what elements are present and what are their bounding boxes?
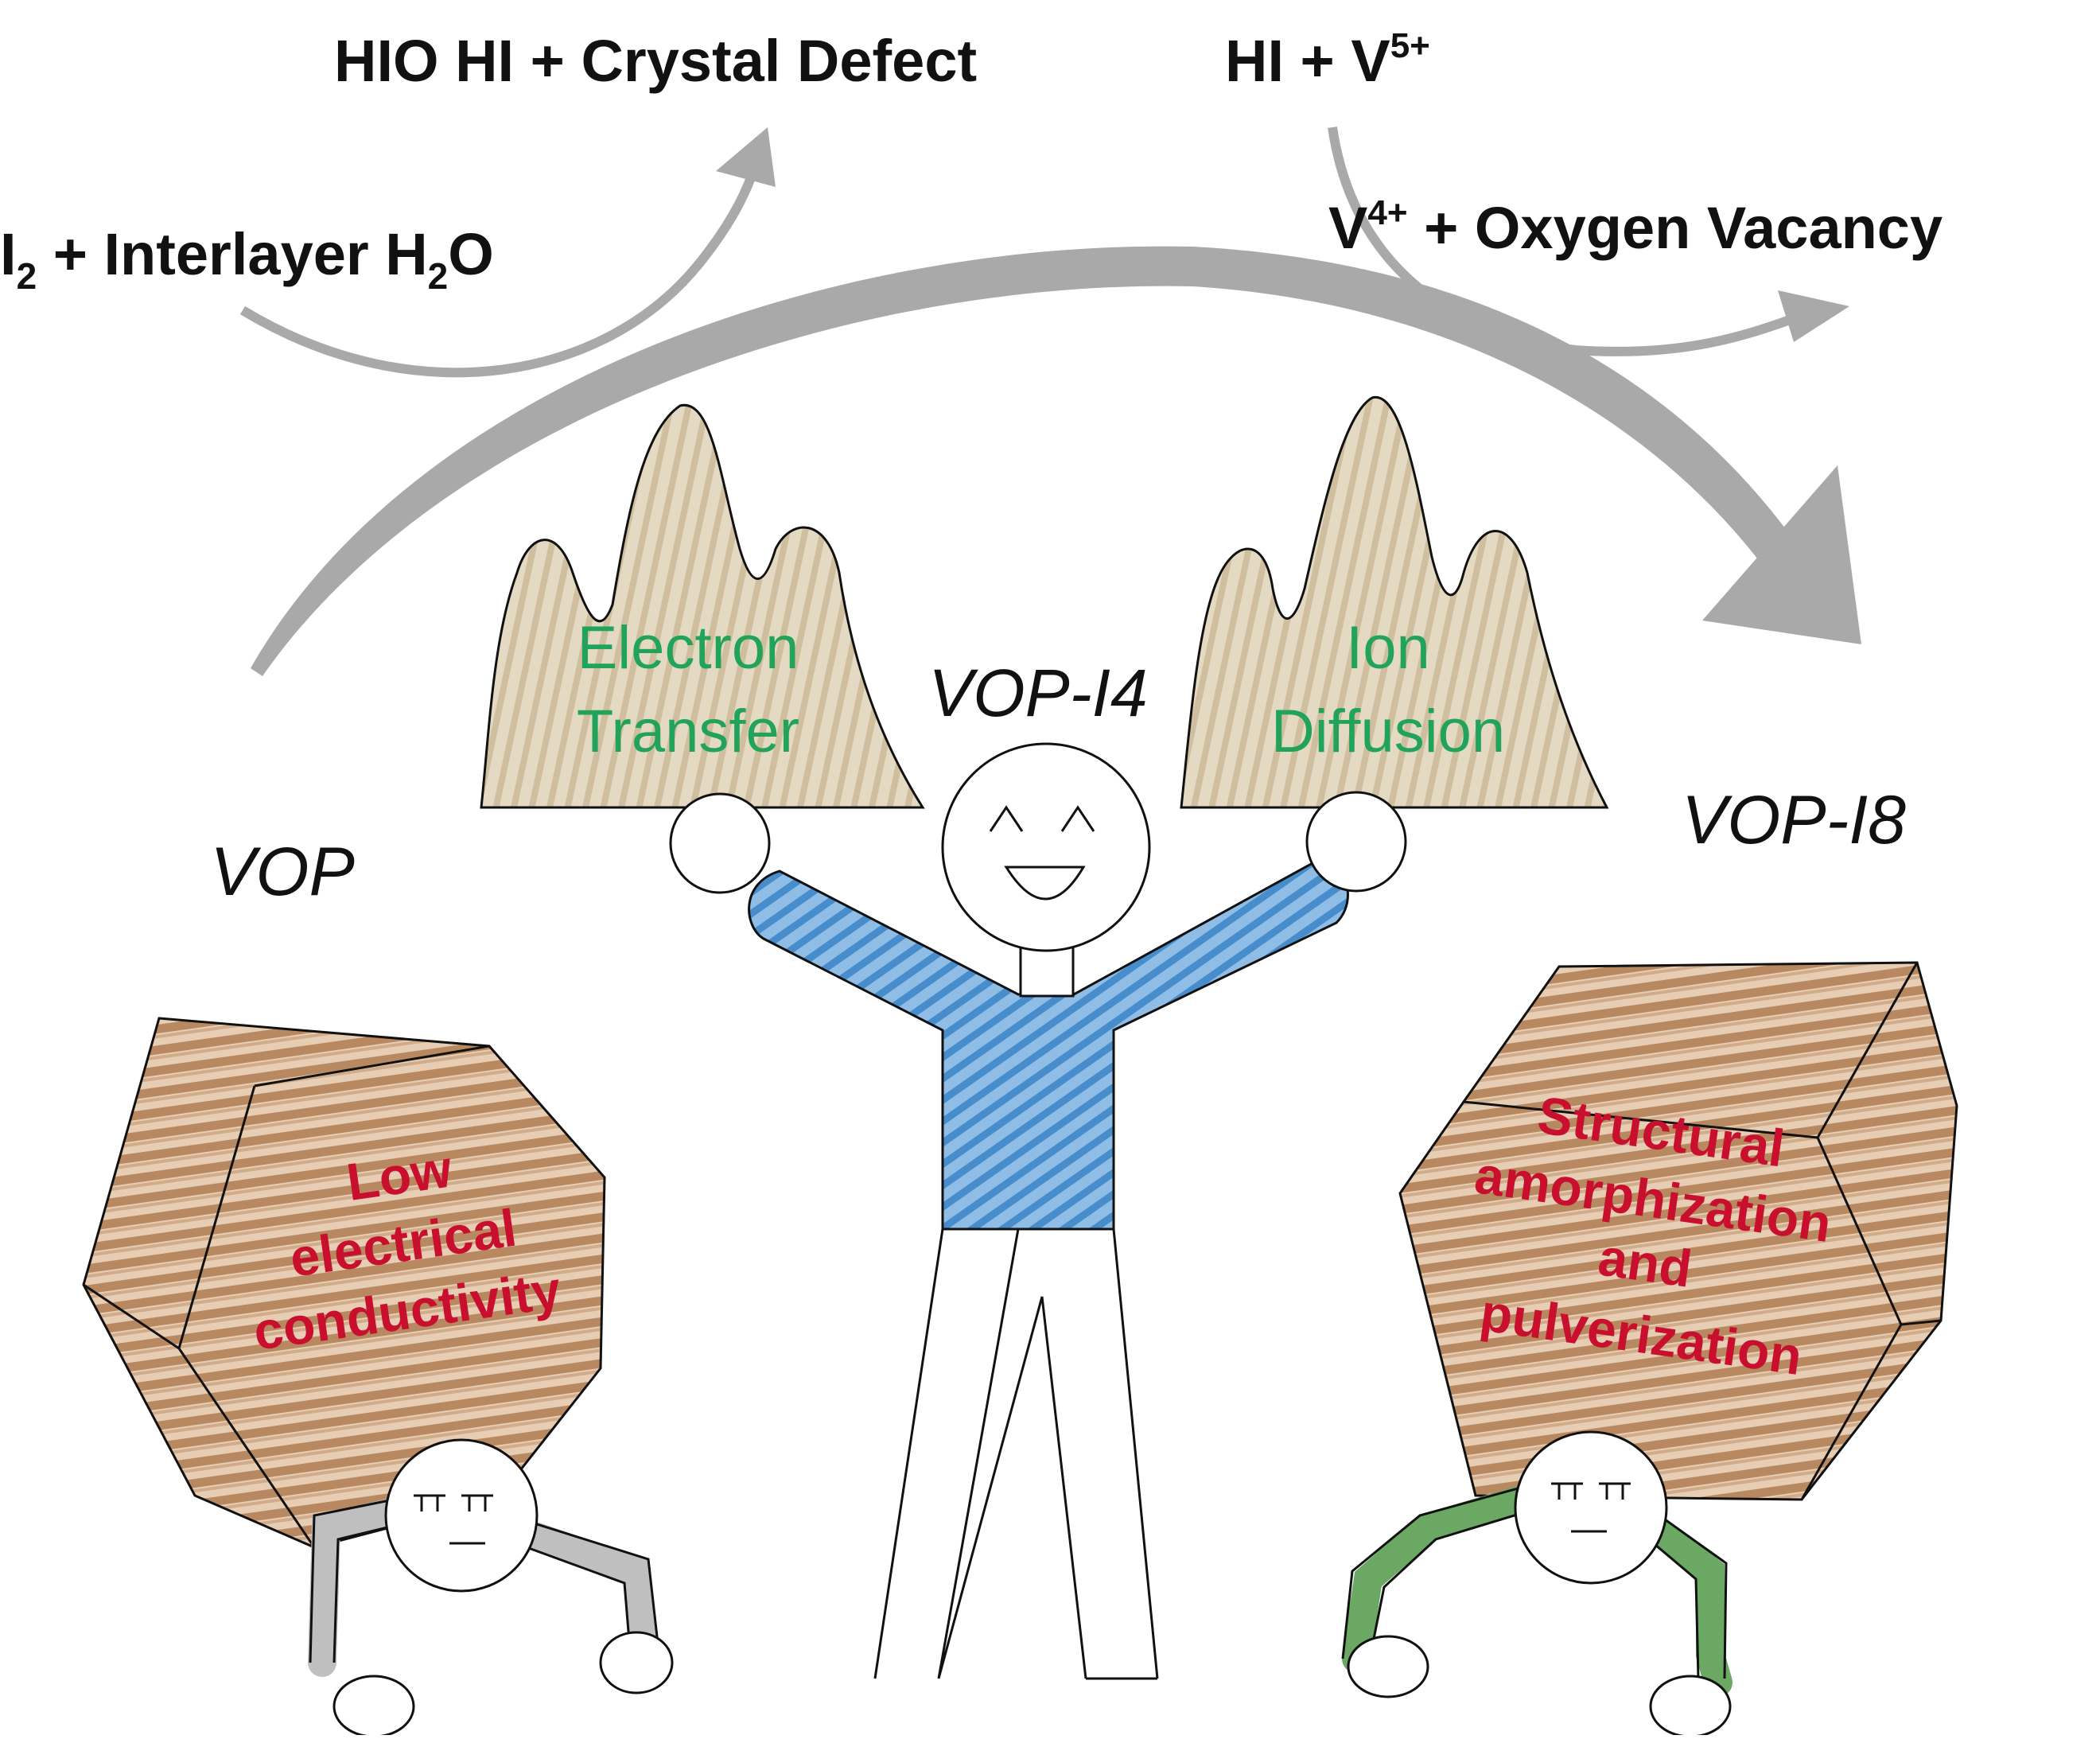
- left-figure-eyes: [414, 1494, 493, 1511]
- left-figure-right-arm: [495, 1513, 659, 1665]
- rock-right-line3: and: [1595, 1227, 1696, 1298]
- reaction-label-top-right: HI + V5+: [1225, 26, 1430, 94]
- mountain-left-line1: Electron: [578, 614, 799, 682]
- right-arrow-curve: [1328, 126, 1808, 356]
- mountain-right-line1: Ion: [1346, 614, 1430, 682]
- right-figure-left-hand: [1347, 1635, 1429, 1698]
- rock-left-line1: Low: [343, 1138, 456, 1212]
- left-figure-right-hand: [599, 1631, 674, 1694]
- right-figure-eyes: [1551, 1482, 1631, 1500]
- mountain-right: Ion Diffusion: [1180, 396, 1609, 809]
- figure-right: VOP-I8 Structural amorphization and pulv…: [1341, 782, 1958, 1738]
- figure-left-name: VOP: [210, 834, 355, 910]
- center-left-hand: [669, 792, 771, 894]
- figure-center-name: VOP-I4: [928, 656, 1147, 730]
- figure-left: VOP Low electrical conductivity: [82, 834, 674, 1738]
- left-reaction-arrow: [239, 127, 776, 378]
- figure-center: VOP-I4: [669, 656, 1407, 1680]
- left-figure-left-arm: [308, 1493, 428, 1677]
- right-figure-arm-outline: [1341, 1482, 1728, 1679]
- center-right-hand: [1305, 791, 1407, 893]
- right-figure-right-arm: [1624, 1501, 1732, 1697]
- right-reaction-arrow: [1328, 126, 1849, 356]
- left-figure-arm-outline: [309, 1494, 660, 1663]
- mountain-left: Electron Transfer: [480, 403, 925, 809]
- center-legs: [873, 1228, 1159, 1680]
- right-figure-right-hand: [1649, 1675, 1732, 1738]
- left-arrow-curve: [239, 161, 760, 378]
- main-arrowhead-icon: [1702, 465, 1861, 644]
- center-eyes: [989, 805, 1095, 832]
- mountain-right-icon: [1180, 396, 1609, 809]
- mountain-left-icon: [480, 403, 925, 809]
- rock-left-edges: [83, 1045, 490, 1548]
- mountain-right-line2: Diffusion: [1271, 698, 1505, 765]
- right-arrowhead-icon: [1778, 290, 1849, 342]
- main-process-arrow: [251, 246, 1861, 676]
- reaction-label-right: V4+ + Oxygen Vacancy: [1328, 193, 1942, 261]
- rock-right-edges: [1463, 962, 1942, 1500]
- left-figure-head: [384, 1438, 539, 1593]
- left-figure-left-hand: [332, 1675, 415, 1738]
- reaction-label-top-left: HIO HI + Crystal Defect: [334, 28, 977, 94]
- right-figure-left-arm: [1342, 1481, 1550, 1673]
- mountain-left-line2: Transfer: [577, 698, 799, 765]
- figure-right-name: VOP-I8: [1682, 782, 1906, 858]
- reaction-label-left: I2 + Interlayer H2O: [0, 221, 494, 297]
- right-figure-head: [1514, 1430, 1668, 1585]
- left-arrowhead-icon: [716, 127, 776, 187]
- center-head: [941, 742, 1151, 952]
- main-arrow-shaft: [251, 246, 1806, 676]
- center-smile: [1004, 866, 1086, 901]
